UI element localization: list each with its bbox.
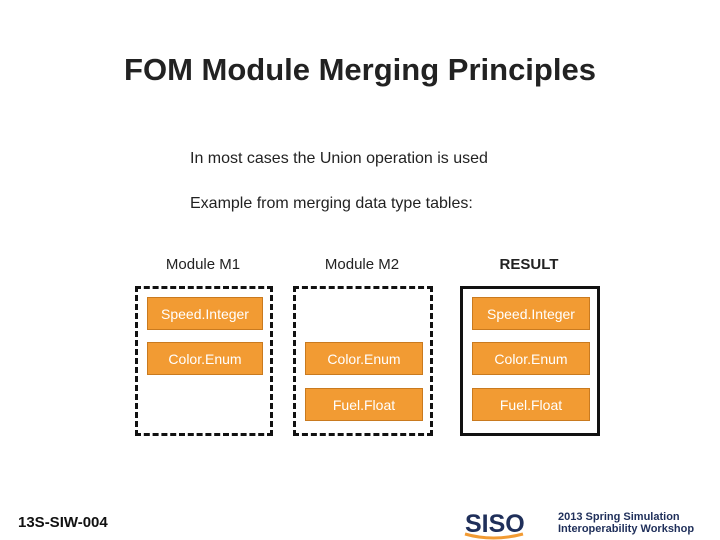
- logo-text: SISO: [465, 510, 525, 538]
- cell-result-speed-integer: Speed.Integer: [472, 297, 590, 330]
- cell-result-fuel-float: Fuel.Float: [472, 388, 590, 421]
- cell-result-color-enum: Color.Enum: [472, 342, 590, 375]
- module-m1-box: [135, 286, 273, 436]
- body-text-union: In most cases the Union operation is use…: [190, 150, 488, 167]
- module-m2-box: [293, 286, 433, 436]
- workshop-line-2: Interoperability Workshop: [558, 523, 695, 535]
- siso-logo: SISO: [464, 510, 525, 540]
- cell-m1-color-enum: Color.Enum: [147, 342, 263, 375]
- workshop-line-1: 2013 Spring Simulation: [558, 511, 680, 523]
- slide-code: 13S-SIW-004: [18, 514, 108, 531]
- header-module-m2: Module M2: [324, 256, 400, 273]
- logo-swoosh: [464, 532, 524, 540]
- result-box: [460, 286, 600, 436]
- cell-m1-speed-integer: Speed.Integer: [147, 297, 263, 330]
- slide-title: FOM Module Merging Principles: [124, 52, 596, 87]
- cell-m2-fuel-float: Fuel.Float: [305, 388, 423, 421]
- workshop-label: 2013 Spring Simulation Interoperability …: [558, 511, 718, 535]
- header-result: RESULT: [499, 256, 559, 273]
- body-text-example: Example from merging data type tables:: [190, 195, 473, 212]
- header-module-m1: Module M1: [165, 256, 241, 273]
- cell-m2-color-enum: Color.Enum: [305, 342, 423, 375]
